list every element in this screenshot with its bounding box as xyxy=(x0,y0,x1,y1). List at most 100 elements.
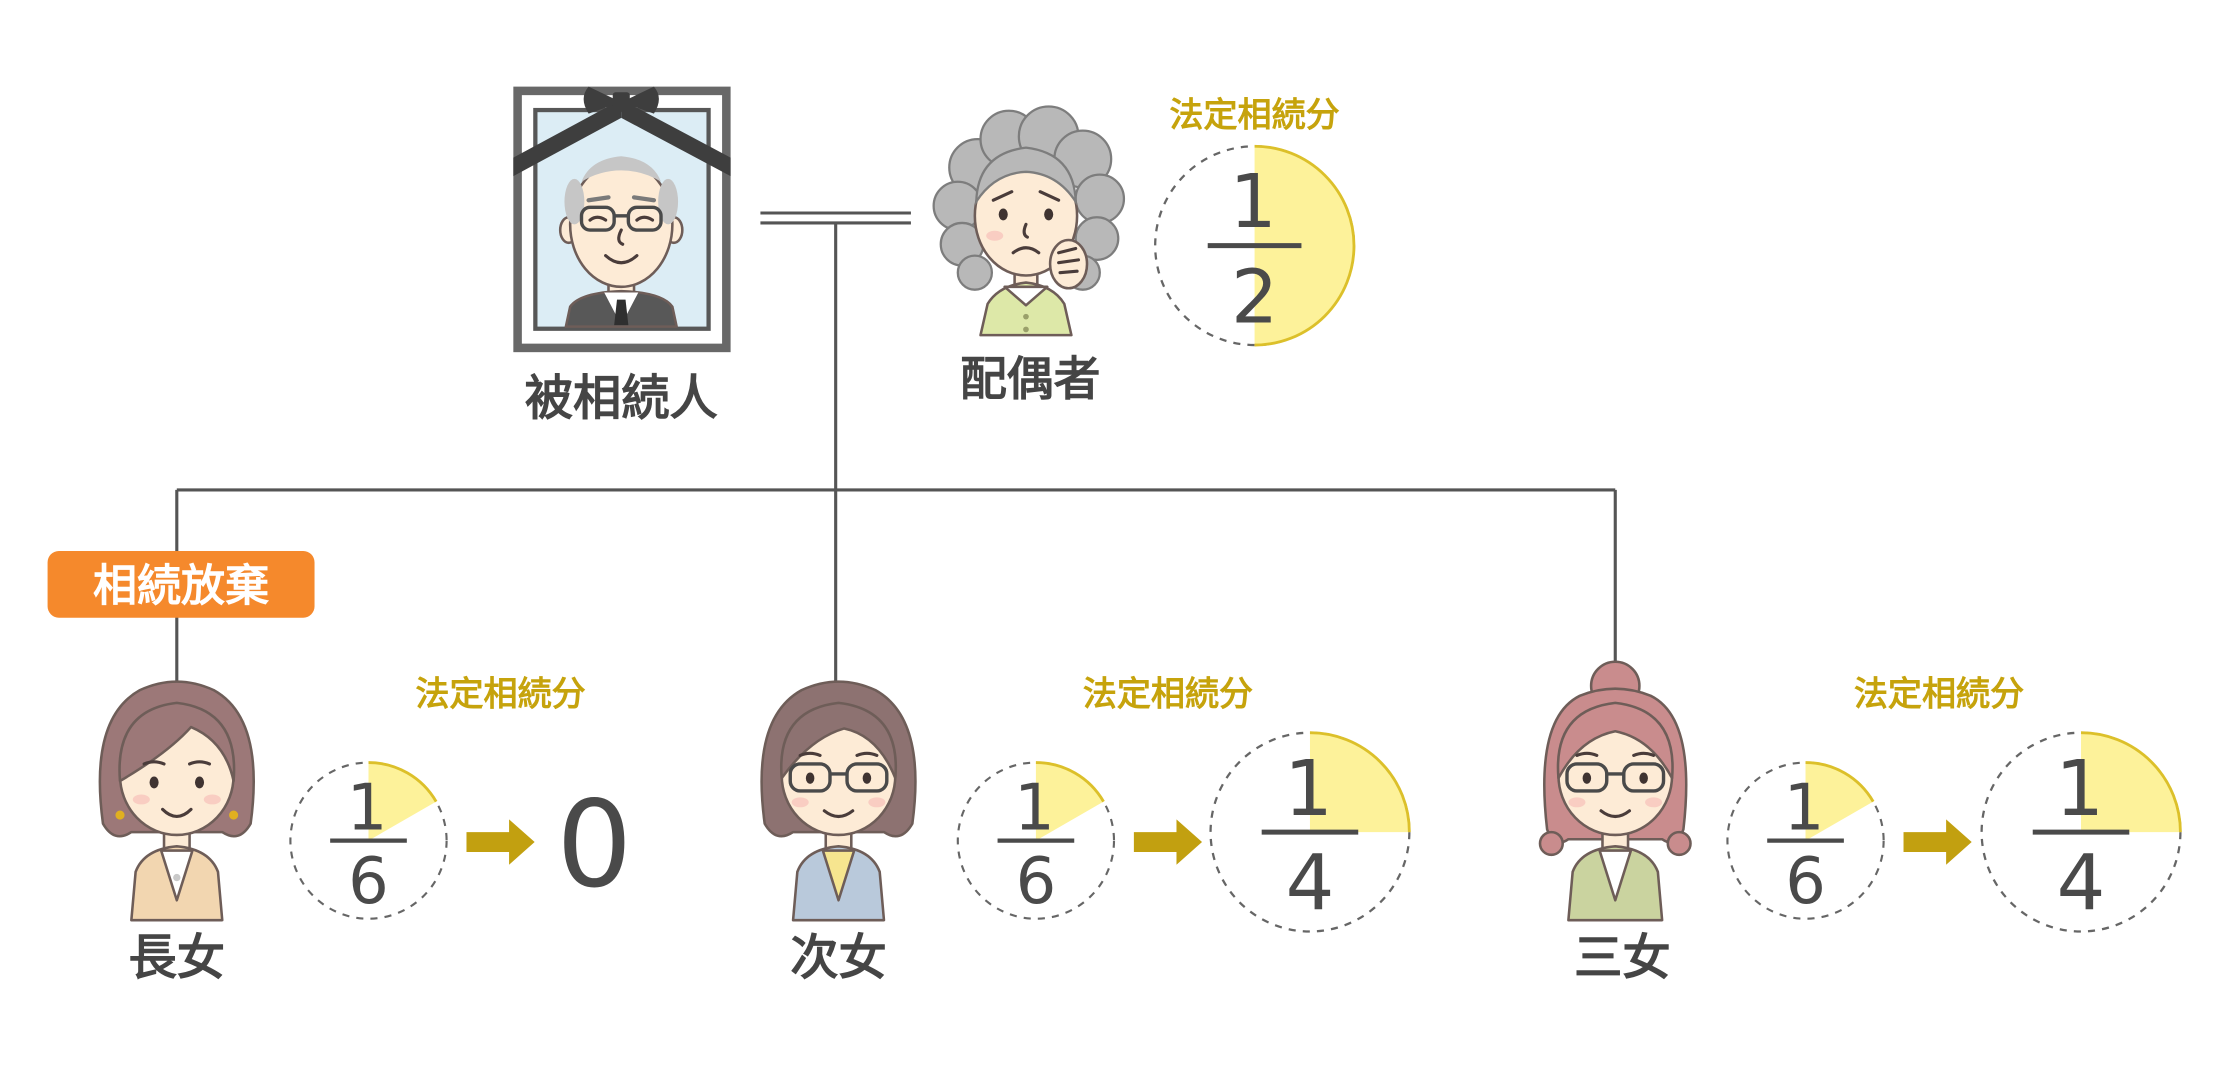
family-tree-connectors xyxy=(175,211,1617,688)
nose xyxy=(1022,222,1029,239)
fraction-denominator: 4 xyxy=(1286,839,1335,928)
cardigan xyxy=(979,281,1073,337)
fraction-denominator: 2 xyxy=(1231,254,1278,340)
second-daughter-label: 次女 xyxy=(790,930,887,986)
fraction-numerator: 1 xyxy=(1784,771,1825,845)
ribbon-bow-right xyxy=(621,86,659,114)
glasses-lens-left xyxy=(788,762,832,793)
fraction-numerator: 1 xyxy=(1284,745,1333,834)
necklace-pendant xyxy=(173,873,181,882)
eyebrows xyxy=(586,195,657,203)
pie-share-wedge xyxy=(2081,732,2181,833)
eye-left xyxy=(805,772,815,784)
renunciation-badge: 相続放棄 xyxy=(47,550,315,618)
earring-right xyxy=(229,810,239,820)
second-daughter-statutory-pie: 1 6 xyxy=(956,761,1116,920)
side-hair-right xyxy=(658,178,679,225)
second-daughter-share-label: 法定相続分 xyxy=(1083,675,1253,715)
third-daughter-illustration xyxy=(1538,660,1692,922)
pie-share-wedge xyxy=(1254,146,1354,346)
eye-right xyxy=(862,772,872,784)
deceased-label: 被相続人 xyxy=(525,371,719,427)
spouse-share-label: 法定相続分 xyxy=(1169,95,1339,135)
eyebrows xyxy=(142,760,212,766)
blush xyxy=(791,797,809,808)
shirt xyxy=(1598,849,1633,902)
glasses-icon xyxy=(788,762,889,793)
glasses-lens-right xyxy=(626,205,663,232)
hand xyxy=(1048,238,1089,290)
mouth xyxy=(161,807,193,819)
nose xyxy=(617,228,625,246)
fraction-denominator: 4 xyxy=(2057,839,2106,928)
mouth xyxy=(604,254,639,265)
hair-curl xyxy=(1074,173,1126,225)
frown-mouth xyxy=(1011,246,1041,255)
third-daughter-statutory-pie: 1 6 xyxy=(1726,761,1885,920)
spouse-illustration xyxy=(932,105,1126,337)
hair-curl xyxy=(1074,216,1120,261)
fraction-denominator: 6 xyxy=(1785,845,1826,919)
fraction-numerator: 1 xyxy=(2055,745,2104,834)
pie-share-wedge xyxy=(1309,732,1410,833)
eyebrows xyxy=(1575,751,1656,758)
eldest-daughter-statutory-pie: 1 6 xyxy=(289,761,448,920)
blush xyxy=(868,797,886,808)
eldest-daughter-label: 長女 xyxy=(129,930,226,986)
third-daughter-label: 三女 xyxy=(1574,930,1671,986)
pie-share-arc xyxy=(1805,761,1875,803)
glasses-lens-right xyxy=(1622,762,1666,793)
fraction-numerator: 1 xyxy=(1230,159,1277,245)
fraction-numerator: 1 xyxy=(1014,771,1055,845)
third-daughter-result-pie: 1 4 xyxy=(1980,731,2182,933)
shirt xyxy=(821,849,856,902)
eye-right xyxy=(194,776,205,789)
fraction-numerator: 1 xyxy=(347,771,388,845)
mouth xyxy=(1599,809,1632,819)
blush xyxy=(1645,797,1663,808)
black-ribbon xyxy=(513,86,731,177)
pie-share-arc xyxy=(2081,731,2182,833)
third-daughter-share-label: 法定相続分 xyxy=(1854,675,2024,715)
blush xyxy=(203,794,221,805)
spouse-label: 配偶者 xyxy=(960,353,1101,407)
blush xyxy=(132,794,150,805)
eye-left xyxy=(1582,772,1592,784)
face xyxy=(568,160,674,289)
glasses-lens-left xyxy=(1565,762,1609,793)
fraction-denominator: 6 xyxy=(1016,845,1057,919)
fingers xyxy=(1057,246,1081,275)
eye-right xyxy=(1639,772,1648,784)
button xyxy=(1023,326,1029,333)
right-arrow-icon xyxy=(1903,819,1972,865)
bangs xyxy=(1556,701,1674,780)
ribbon-band-left xyxy=(513,99,622,177)
pie-share-arc xyxy=(368,761,438,803)
badge-label: 相続放棄 xyxy=(93,561,269,612)
blush xyxy=(1568,797,1586,808)
hair-curl-left xyxy=(1538,830,1564,857)
second-daughter-illustration xyxy=(760,680,917,922)
deceased-portrait xyxy=(513,86,731,353)
mouth xyxy=(822,809,855,819)
bangs xyxy=(779,701,898,780)
eldest-daughter-result-share: 0 xyxy=(556,776,632,915)
ribbon-bow-left xyxy=(583,86,622,114)
eldest-daughter-illustration xyxy=(98,680,255,922)
eldest-daughter-share-label: 法定相続分 xyxy=(415,675,585,715)
hair-curl xyxy=(956,254,994,291)
glasses-icon xyxy=(579,205,663,232)
ribbon-band-right xyxy=(621,99,731,177)
side-hair-left xyxy=(564,178,585,225)
eye-left xyxy=(149,776,159,789)
ribbon-knot xyxy=(612,92,630,111)
blush xyxy=(986,230,1004,241)
worried-eyebrows xyxy=(991,190,1061,202)
deceased-man-photo xyxy=(558,156,684,328)
fraction-denominator: 6 xyxy=(348,845,389,919)
spouse-share-pie: 1 2 xyxy=(1154,144,1356,347)
badge-background xyxy=(47,550,315,618)
hair-curl-right xyxy=(1666,830,1692,857)
glasses-lens-left xyxy=(579,205,616,232)
